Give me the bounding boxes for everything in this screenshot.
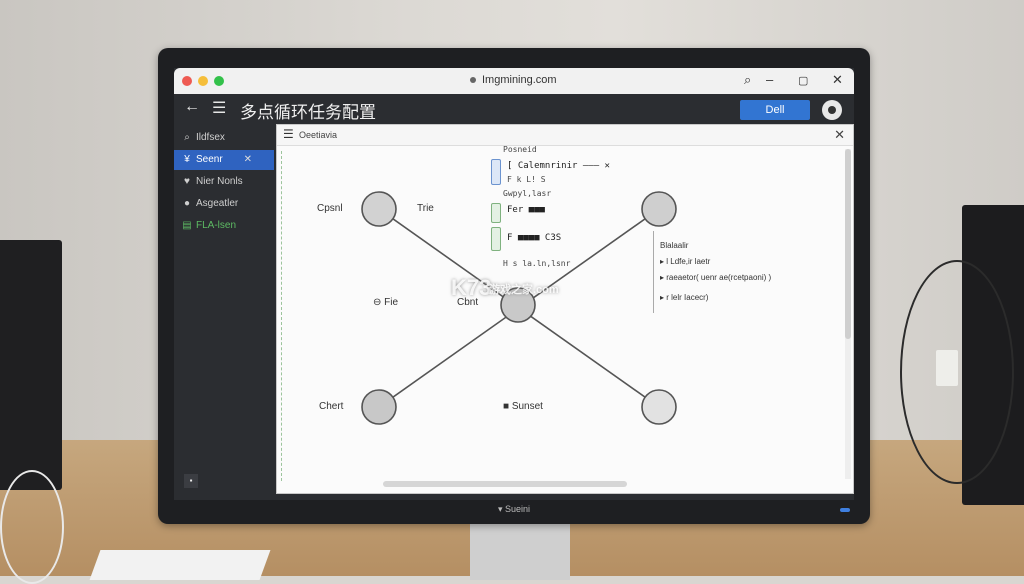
panel-close-icon[interactable]: ✕ [834,127,845,142]
sidebar-item-search[interactable]: ⌕ Ildfsex [174,128,274,148]
code-line: Fer ■■■ [507,205,545,215]
sidebar-item-label: Seenr [196,154,223,165]
code-marker-blue [491,159,501,185]
minimize-window-dot[interactable] [198,76,208,86]
vertical-scrollbar[interactable] [845,149,851,479]
zoom-window-dot[interactable] [214,76,224,86]
node-label: Cpsnl [317,203,343,214]
panel-header: ☰ Oeetiavia ✕ [277,125,853,146]
app-header: ← ☰ 多点循环任务配置 Dell [174,94,854,124]
code-line: Posneid [503,145,537,154]
editor-panel: ☰ Oeetiavia ✕ Cpsnl Trie ⊖ Fie Cbnt Cher… [276,124,854,494]
page-title: 多点循环任务配置 [240,103,376,122]
back-icon[interactable]: ← [184,98,200,115]
tree-item[interactable]: Blalaalir [660,241,689,250]
close-icon[interactable]: ✕ [832,72,843,87]
heart-icon: ♥ [184,176,190,187]
code-line: F ■■■■ C3S [507,233,562,243]
tree-item[interactable]: ▸ raeaetor( uenr ae(rcetpaoni) ) [660,273,772,282]
code-marker-green [491,203,501,223]
search-icon: ⌕ [184,132,190,143]
node-label: Trie [417,203,434,214]
sidebar-item-label: Nier Nonls [196,176,243,187]
done-button[interactable]: Dell [740,100,810,120]
code-line: [ Calemnrinir ——— ✕ [507,161,610,171]
scrollbar-thumb[interactable] [845,149,851,339]
monitor: Imgmining.com ⌕ – ▢ ✕ ← ☰ 多点循环任务配置 Dell … [158,48,870,524]
monitor-brand: ▾ Sueini [497,504,531,514]
tree-item[interactable]: ▸ r lelr Iacecr) [660,293,709,302]
site-icon [470,77,476,84]
watermark-logo: K73 游戏之家.com [451,275,559,300]
graph-node[interactable] [641,191,677,227]
sidebar-item-label: Ildfsex [196,132,225,143]
url-text: Imgmining.com [482,74,557,86]
address-bar[interactable]: Imgmining.com [470,74,557,86]
sidebar-item-nier-nonls[interactable]: ♥ Nier Nonls [174,172,274,192]
sidebar-item-asgeatler[interactable]: ● Asgeatler [174,194,274,214]
graph-node[interactable] [361,389,397,425]
search-icon[interactable]: ⌕ [744,72,752,87]
menu-icon[interactable]: ☰ [212,100,227,117]
minimize-icon[interactable]: – [766,72,774,87]
code-line: Gwpyl,lasr [503,189,552,198]
code-marker-green [491,227,501,251]
editor-gutter [281,151,286,481]
graph-node-center[interactable] [500,287,536,323]
left-speaker [0,240,62,490]
tree-item[interactable]: ▸ l Ldfe,ir laetr [660,257,711,266]
sidebar-item-seenr[interactable]: ¥ Seenr ✕ [174,150,274,170]
node-label: ■ Sunset [503,401,543,412]
node-label: Chert [319,401,344,412]
panel-title: Oeetiavia [299,130,338,140]
sidebar-item-label: FLA-lsen [196,220,237,231]
monitor-stand [470,520,570,580]
panel-menu-icon[interactable]: ☰ [283,127,294,141]
avatar[interactable] [822,100,842,120]
browser-bar: Imgmining.com ⌕ – ▢ ✕ [174,68,854,94]
sidebar: ⌕ Ildfsex ¥ Seenr ✕ ♥ Nier Nonls ● Asgeatler… [174,124,274,500]
collapse-sidebar-icon[interactable]: ▪ [184,474,198,488]
horizontal-scrollbar[interactable] [383,481,627,487]
circle-icon: ● [183,198,191,209]
list-icon: ▤ [182,220,192,231]
sidebar-item-label: Asgeatler [196,198,239,209]
code-line: F k L! S [507,175,546,184]
outline-tree: Blalaalir ▸ l Ldfe,ir laetr ▸ raeaetor( … [653,231,834,313]
sidebar-item-fla-lsen[interactable]: ▤ FLA-lsen [174,216,274,236]
graph-node[interactable] [641,389,677,425]
node-label: ⊖ Fie [373,297,399,308]
cable [900,260,1014,484]
screen: Imgmining.com ⌕ – ▢ ✕ ← ☰ 多点循环任务配置 Dell … [174,68,854,500]
close-window-dot[interactable] [182,76,192,86]
task-graph [361,191,677,425]
yen-icon: ¥ [184,154,190,165]
graph-node[interactable] [361,191,397,227]
code-line: H s la.ln,lsnr [503,259,571,268]
close-icon[interactable]: ✕ [243,154,252,165]
restore-icon[interactable]: ▢ [798,75,809,87]
node-label: Cbnt [457,297,479,308]
cable [0,470,64,584]
power-led [840,508,850,512]
